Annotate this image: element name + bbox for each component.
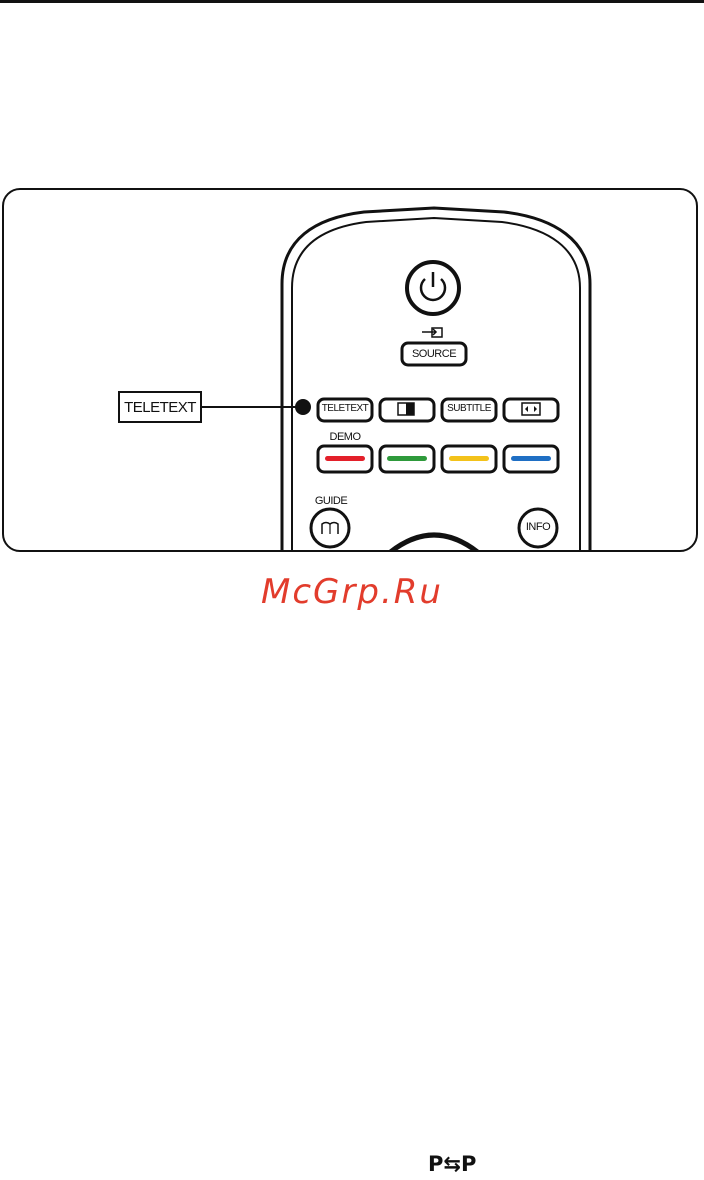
blue-key (504, 446, 558, 472)
red-key (318, 446, 372, 472)
guide-label: GUIDE (304, 495, 358, 507)
source-input-icon (422, 328, 442, 337)
teletext-callout-label: TELETEXT (118, 391, 202, 423)
power-button (407, 262, 459, 314)
yellow-key (442, 446, 496, 472)
guide-button (311, 509, 349, 547)
remote-illustration-frame: SOURCE TELETEXT SUBTITLE DEMO GUIDE INFO… (2, 188, 698, 552)
top-rule (0, 0, 704, 3)
source-button-label: SOURCE (402, 348, 466, 360)
subtitle-button-label: SUBTITLE (442, 403, 496, 414)
green-key (380, 446, 434, 472)
pip-swap-symbol: P⇆P (428, 1150, 508, 1178)
picture-format-button (504, 399, 558, 421)
info-button-label: INFO (518, 521, 558, 533)
callout-dot (295, 399, 311, 415)
teletext-button-label: TELETEXT (318, 403, 372, 414)
callout-line (202, 406, 304, 408)
navigation-ring (388, 535, 480, 552)
watermark: McGrp.Ru (0, 572, 704, 612)
demo-label: DEMO (318, 431, 372, 443)
dual-screen-button (380, 399, 434, 421)
